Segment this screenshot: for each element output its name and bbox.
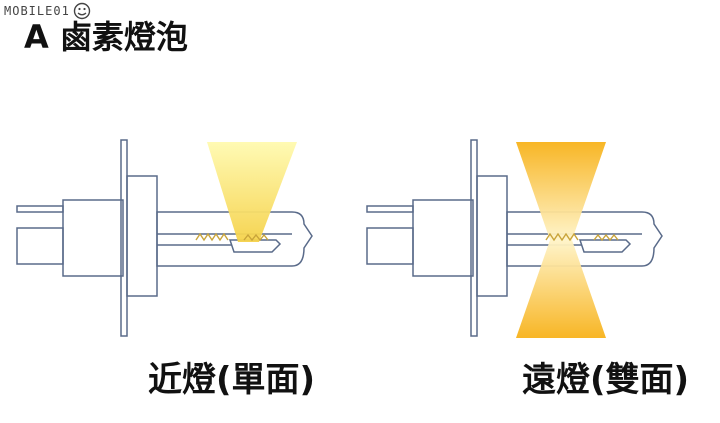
low-beam-filament — [545, 232, 579, 242]
low-beam-filament — [195, 232, 229, 242]
caption-high-beam: 遠燈(雙面) — [522, 360, 690, 400]
page-title: A 鹵素燈泡 — [24, 18, 188, 56]
bulb-low-beam — [16, 139, 313, 337]
caption-low-beam: 近燈(單面) — [148, 360, 316, 400]
bulb-terminal — [16, 227, 64, 265]
high-beam-light — [516, 142, 606, 338]
bulb-glass — [156, 211, 313, 267]
low-beam-light — [207, 142, 297, 242]
high-beam-filament — [593, 233, 619, 242]
bulb-collar — [126, 175, 158, 297]
bulb-flange — [120, 139, 128, 337]
bulb-flange — [470, 139, 478, 337]
smiley-logo-icon — [73, 2, 90, 20]
bulb-pin — [16, 205, 64, 213]
bulb-high-beam — [366, 139, 663, 337]
watermark: MOBILE01 — [4, 2, 91, 20]
bulb-glass — [506, 211, 663, 267]
high-beam-filament-inactive — [243, 233, 269, 242]
shield-cup — [578, 239, 632, 253]
bulb-terminal — [366, 227, 414, 265]
watermark-text: MOBILE01 — [4, 4, 70, 18]
bulb-base — [62, 199, 124, 277]
bulb-base — [412, 199, 474, 277]
bulb-collar — [476, 175, 508, 297]
shield-cup — [228, 239, 282, 253]
bulb-pin — [366, 205, 414, 213]
